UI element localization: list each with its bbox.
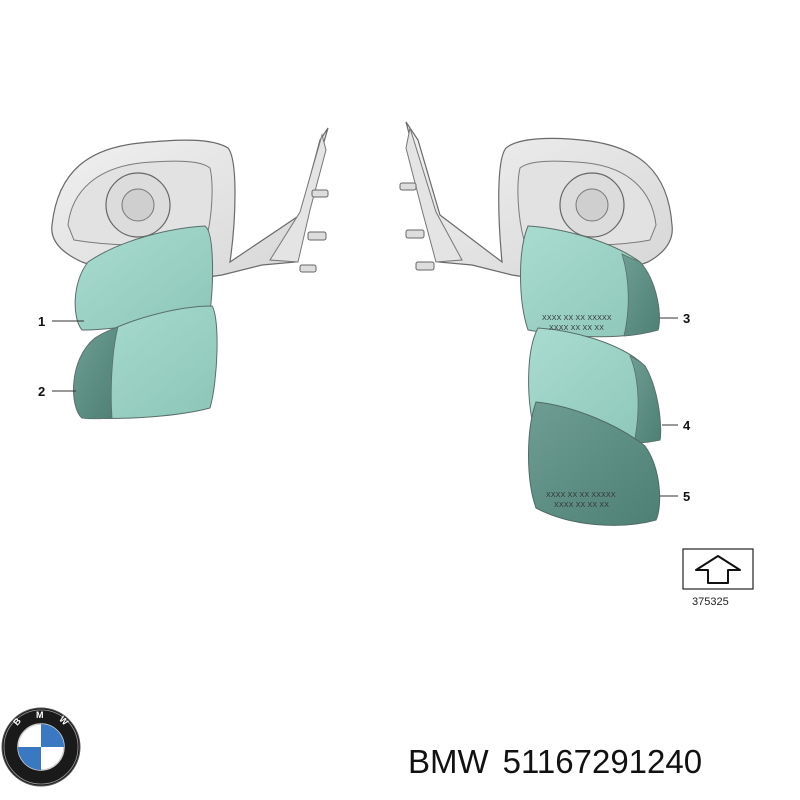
right-mirror-arm bbox=[405, 127, 463, 263]
glass-3-marking-line-1: XXXX XX XX XXXXX bbox=[542, 315, 612, 322]
left-mirror-arm bbox=[269, 133, 327, 263]
right-mirror-glass-3-aspheric-zone bbox=[621, 253, 660, 337]
callout-4: 4 bbox=[662, 418, 691, 433]
left-mounting-bolts bbox=[299, 189, 329, 273]
callout-5: 5 bbox=[660, 489, 690, 504]
right-mounting-bolts bbox=[399, 182, 435, 271]
bmw-logo: B M W bbox=[1, 707, 81, 787]
part-number: 51167291240 bbox=[502, 743, 703, 780]
up-arrow-icon bbox=[695, 555, 741, 584]
glass-5-marking-line-2: XXXX XX XX XX bbox=[554, 502, 609, 509]
callout-1: 1 bbox=[38, 314, 84, 329]
left-mirror-assembly bbox=[51, 127, 329, 420]
reference-number: 375325 bbox=[692, 596, 729, 608]
bmw-logo-letter-m: M bbox=[36, 710, 44, 720]
left-mirror-glass-2-aspheric-zone bbox=[73, 326, 119, 420]
right-mirror-motor-center bbox=[575, 188, 609, 222]
callout-label-1: 1 bbox=[38, 314, 45, 329]
callout-2: 2 bbox=[38, 384, 76, 399]
brand-name: BMW bbox=[408, 743, 489, 780]
left-mirror-motor-center bbox=[121, 188, 155, 222]
callout-label-2: 2 bbox=[38, 384, 45, 399]
callout-label-4: 4 bbox=[683, 418, 691, 433]
part-caption: BMW 51167291240 bbox=[408, 740, 793, 784]
right-mirror-assembly: XXXX XX XX XXXXX XXXX XX XX XX XXXX XX X… bbox=[399, 121, 673, 526]
reference-box: 375325 bbox=[682, 548, 754, 608]
glass-5-marking-line-1: XXXX XX XX XXXXX bbox=[546, 492, 616, 499]
callout-3: 3 bbox=[660, 311, 690, 326]
callout-label-5: 5 bbox=[683, 489, 690, 504]
right-mirror-glass-4-aspheric-zone bbox=[629, 355, 662, 444]
bmw-logo-letter-b: B bbox=[11, 716, 23, 728]
right-mirror-glass-5 bbox=[528, 401, 661, 526]
callout-label-3: 3 bbox=[683, 311, 690, 326]
glass-3-marking-line-2: XXXX XX XX XX bbox=[549, 325, 604, 332]
